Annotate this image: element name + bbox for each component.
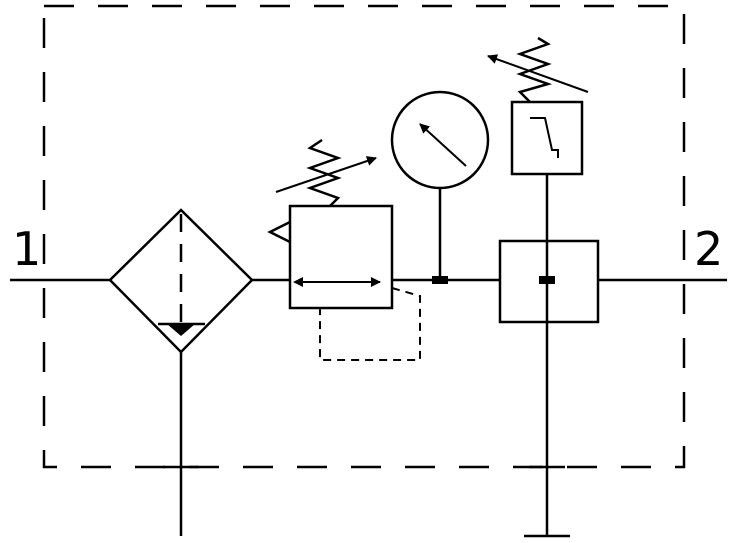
manifold-body [498,239,600,324]
regulator-adjust-arrow [275,156,377,193]
manifold-junction-dot [539,276,555,284]
switch-adjust-arrow [487,54,589,93]
pressure-regulator [267,138,421,361]
switch-contact-icon [530,117,559,158]
gauge-needle [419,123,467,167]
enclosure-boundary [42,4,686,469]
regulator-pilot-triangle [267,220,291,244]
pressure-switch [487,36,589,176]
inlet-port-label: 1 [12,222,42,276]
outlet-port-label: 2 [694,222,724,276]
gauge-dial [390,90,490,190]
filter-unit [108,208,254,536]
regulator-spring-icon [306,138,342,207]
pressure-gauge [390,90,490,284]
regulator-pilot-line [319,287,421,361]
drain-valve-icon [167,324,195,336]
switch-spring-icon [516,36,553,103]
regulator-body [288,204,394,310]
gauge-junction-dot [432,276,448,284]
manifold-block [498,174,600,538]
switch-body [510,100,584,176]
